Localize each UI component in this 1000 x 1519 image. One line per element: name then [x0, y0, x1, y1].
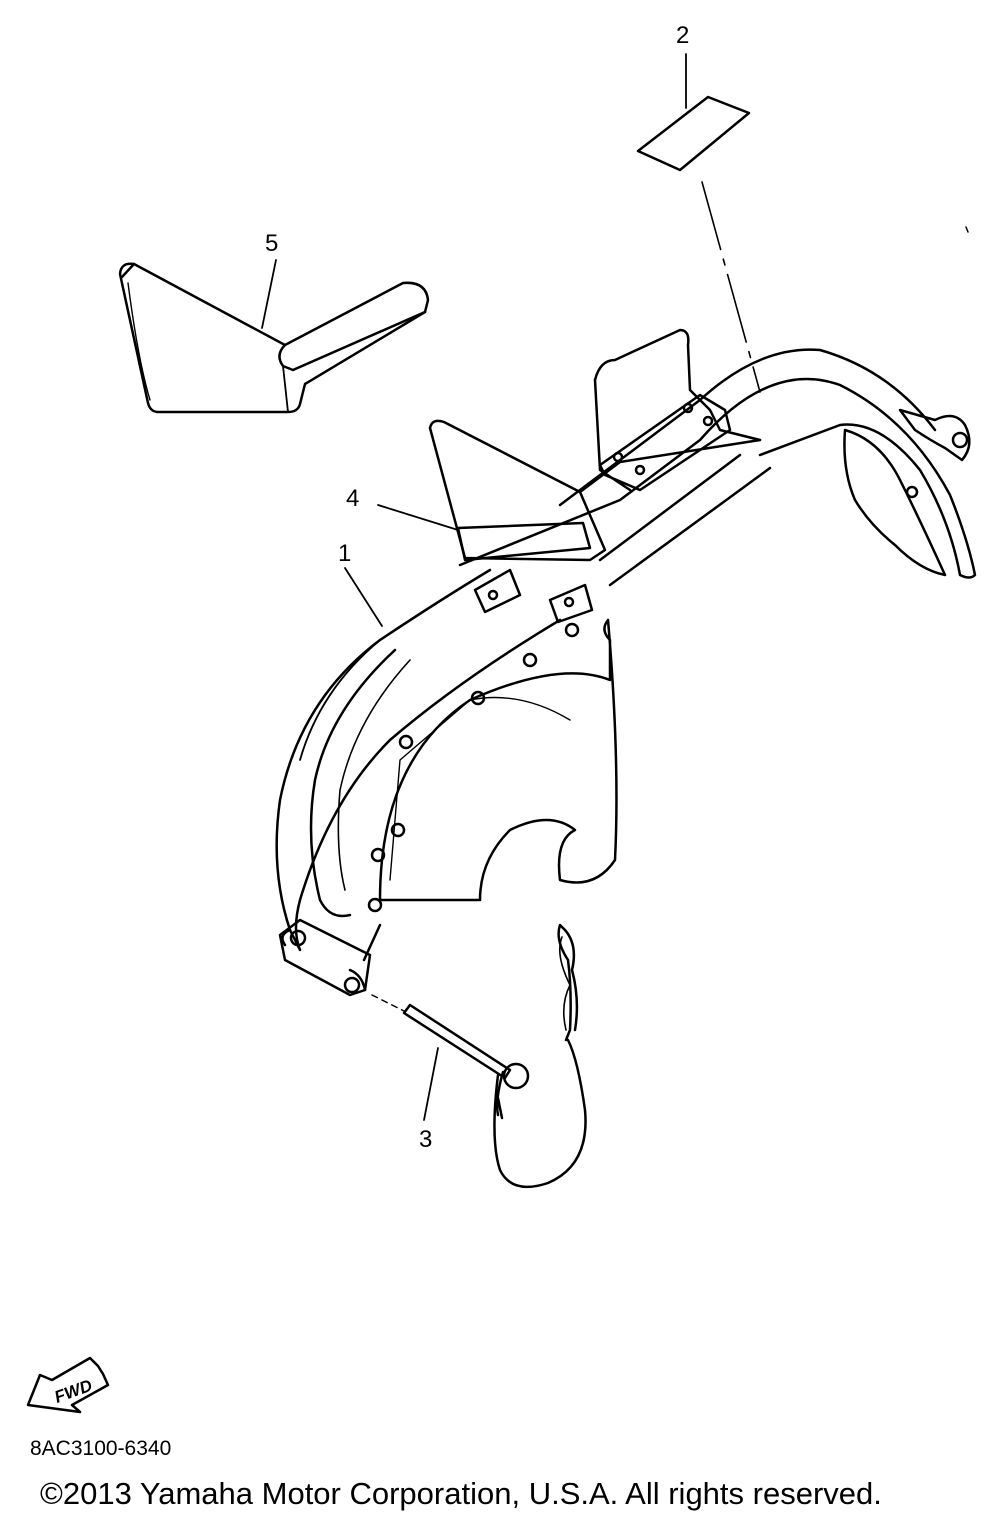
callout-3: 3	[419, 1126, 433, 1153]
seat-back-panels	[428, 328, 762, 562]
part-4-label	[377, 504, 592, 562]
part-3-pin-with-lanyard	[371, 923, 587, 1189]
forward-arrow-icon: FWD	[26, 1356, 110, 1414]
part-1-fender	[275, 348, 977, 997]
callout-4: 4	[346, 485, 360, 512]
part-2-decal	[636, 53, 761, 393]
part-5-pad	[118, 259, 430, 414]
edge-tick	[965, 226, 969, 233]
callout-5: 5	[265, 230, 279, 257]
fwd-label: FWD	[52, 1376, 95, 1407]
diagram-part-code: 8AC3100-6340	[30, 1437, 172, 1460]
callout-1: 1	[338, 540, 352, 567]
copyright-notice: ©2013 Yamaha Motor Corporation, U.S.A. A…	[40, 1476, 882, 1511]
callout-2: 2	[676, 22, 690, 49]
